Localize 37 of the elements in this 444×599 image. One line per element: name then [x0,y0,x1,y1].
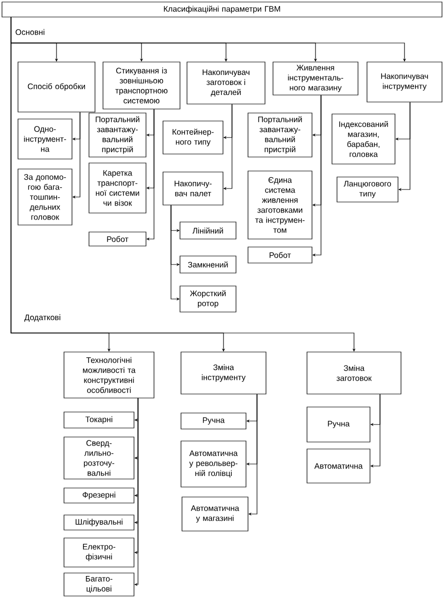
category-box: Технологічні можливості та конструктивні особливості [64,352,154,398]
option-box: Індексований магазин, барабан, головка [332,114,396,164]
option-box: Електро- фізичні [64,538,134,568]
option-box: Каретка транспорт- ної системи чи візок [88,162,146,214]
option-box: Робот [88,232,146,246]
group-label: Основні [16,29,44,35]
option-box: Одно- інструмент- на [18,118,72,160]
option-box: Робот [248,246,312,264]
option-box: Портальний завантажу- вальний пристрій [88,112,146,158]
option-box: Портальний завантажу- вальний пристрій [248,112,312,158]
option-box: Автоматична [306,448,370,484]
option-box: Ручна [180,412,246,430]
category-box: Спосіб обробки [18,62,96,112]
option-box: Жорсткий ротор [180,286,236,312]
option-box: Єдина система живлення заготовками та інструмен- том [248,170,312,240]
option-box: Фрезерні [64,488,134,504]
option-box: Ручна [306,406,370,442]
option-box: Контейнер- ного типу [162,120,224,154]
option-box: Шліфувальні [64,514,134,530]
option-box: Ланцюгового типу [336,176,398,202]
option-box: За допомо- гою бага- тошпин- дельних головок [18,168,72,226]
group-label: Додаткові [24,314,60,322]
option-box: Токарні [64,412,134,428]
option-box: Багато- цільові [64,572,134,596]
option-box: Сверд- лильно- розточу- вальні [64,436,134,480]
option-box: Автоматична у револьвер- ній голівці [180,440,246,488]
category-box: Накопичувач інструменту [366,62,442,102]
option-box: Лінійний [180,222,236,240]
category-box: Зміна заготовок [306,352,402,394]
category-box: Живлення інструменталь- ного магазину [272,62,358,96]
option-box: Автоматична у магазині [182,496,248,532]
category-box: Зміна інструменту [180,352,266,394]
option-box: Замкнений [180,256,236,274]
category-box: Стикування із зовнішньою транспортною системою [102,62,180,110]
category-box: Накопичувач заготовок і деталей [186,62,266,104]
title-box: Класифікаційні параметри ГВМ [2,2,442,18]
option-box: Накопичу- вач палет [162,172,224,206]
